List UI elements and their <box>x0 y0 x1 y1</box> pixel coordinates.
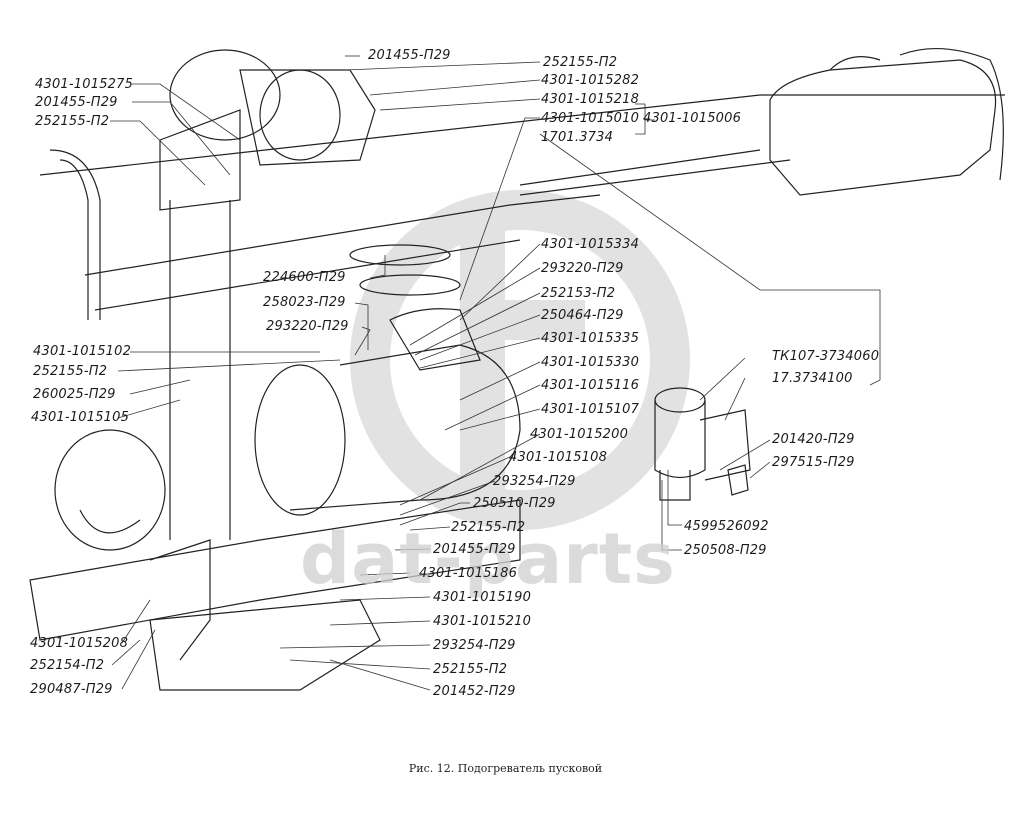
part-label: 4599526092 <box>684 519 769 534</box>
part-label: 4301-1015335 <box>541 331 640 346</box>
part-label: 252154-П2 <box>30 658 105 673</box>
part-label: 4301-1015275 <box>35 77 134 92</box>
part-label: 252153-П2 <box>541 286 616 301</box>
part-label: 293254-П29 <box>433 638 516 653</box>
part-label: 252155-П2 <box>543 55 618 70</box>
part-label: 4301-1015116 <box>541 378 640 393</box>
part-label: 4301-1015107 <box>541 402 640 417</box>
part-label: 4301-1015330 <box>541 355 640 370</box>
part-label: 252155-П2 <box>451 520 526 535</box>
part-label: 4301-1015200 <box>530 427 629 442</box>
part-label: 258023-П29 <box>263 295 346 310</box>
part-label: 293254-П29 <box>493 474 576 489</box>
part-label: 293220-П29 <box>266 319 349 334</box>
figure-caption: Рис. 12. Подогреватель пусковой <box>408 762 603 775</box>
part-label: 201455-П29 <box>433 542 516 557</box>
part-label: 1701.3734 <box>541 130 614 145</box>
part-label: 201455-П29 <box>368 48 451 63</box>
part-label: 250464-П29 <box>541 308 624 323</box>
drawing-lines <box>29 48 1005 691</box>
part-label: 201455-П29 <box>35 95 118 110</box>
part-label: 4301-1015010 <box>541 111 640 126</box>
part-label: 252155-П2 <box>35 114 110 129</box>
part-label: 4301-1015210 <box>433 614 532 629</box>
part-label: 17.3734100 <box>772 371 853 386</box>
part-label: 250510-П29 <box>473 496 556 511</box>
part-label: 293220-П29 <box>541 261 624 276</box>
part-label: 224600-П29 <box>263 270 346 285</box>
part-label: 4301-1015218 <box>541 92 640 107</box>
part-label: 252155-П2 <box>433 662 508 677</box>
part-label: 201420-П29 <box>772 432 855 447</box>
part-label: 252155-П2 <box>33 364 108 379</box>
part-label: 4301-1015102 <box>33 344 132 359</box>
part-label: 297515-П29 <box>772 455 855 470</box>
part-label: 4301-1015190 <box>433 590 532 605</box>
part-label: 4301-1015108 <box>509 450 608 465</box>
part-label: 201452-П29 <box>433 684 516 699</box>
leader-lines <box>110 55 881 691</box>
part-label: 4301-1015334 <box>541 237 640 252</box>
watermark-text: dat-parts <box>300 518 676 600</box>
part-label: 4301-1015186 <box>419 566 518 581</box>
part-label: 4301-1015208 <box>30 636 129 651</box>
assembly-label: 4301-1015006 <box>643 111 742 126</box>
part-label: 250508-П29 <box>684 543 767 558</box>
part-label: ТК107-3734060 <box>772 349 880 364</box>
part-label: 4301-1015282 <box>541 73 640 88</box>
part-label: 290487-П29 <box>30 682 113 697</box>
part-label: 4301-1015105 <box>31 410 130 425</box>
part-label: 260025-П29 <box>33 387 116 402</box>
